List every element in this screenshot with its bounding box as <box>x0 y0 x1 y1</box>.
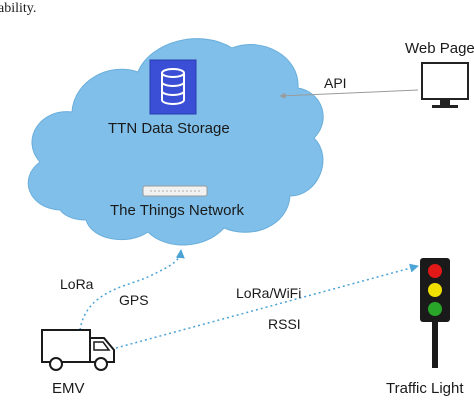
traffic-light-label: Traffic Light <box>386 380 464 397</box>
red-light <box>428 264 442 278</box>
monitor-icon <box>421 62 469 108</box>
api-label: API <box>324 75 347 91</box>
emv-to-cloud-link <box>79 249 185 331</box>
traffic-light-icon <box>420 258 450 368</box>
lora-wifi-label: LoRa/WiFi <box>236 285 301 301</box>
api-arrow <box>279 89 419 99</box>
rssi-label: RSSI <box>268 316 301 332</box>
the-things-network-label: The Things Network <box>110 202 244 219</box>
network-server-icon <box>142 185 208 197</box>
web-page-label: Web Page <box>405 40 474 57</box>
emv-label: EMV <box>52 380 85 397</box>
cloud <box>27 38 324 246</box>
cloud-shape <box>27 38 324 246</box>
green-light <box>428 302 442 316</box>
caption-fragment: ability. <box>0 1 36 16</box>
lora-label: LoRa <box>60 276 94 292</box>
amber-light <box>428 283 442 297</box>
ttn-data-storage-label: TTN Data Storage <box>108 120 230 137</box>
database-icon <box>149 59 197 115</box>
truck-icon <box>41 329 115 371</box>
emv-to-traffic-light-link <box>115 263 419 349</box>
gps-label: GPS <box>119 292 149 308</box>
